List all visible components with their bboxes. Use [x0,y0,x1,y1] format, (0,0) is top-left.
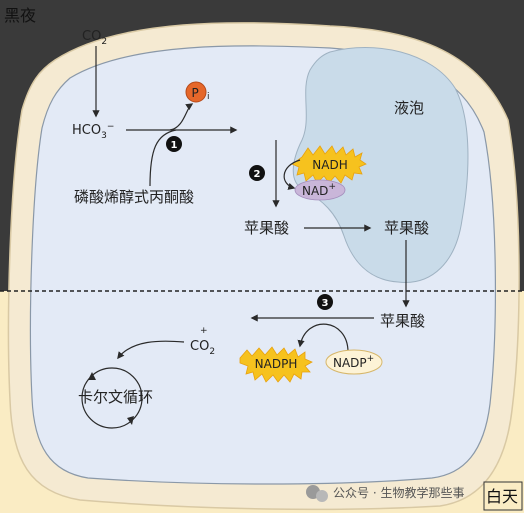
step-3-badge [317,294,333,310]
watermark: 公众号 · 生物教学那些事 [306,485,464,502]
vacuole [292,47,469,283]
hco3-label: HCO3− [72,122,114,141]
step-1-number: 1 [171,140,178,151]
nadh-label: NADH [312,158,347,172]
calvin-arrowhead-top [88,372,96,380]
calvin-cycle-ring [81,367,143,429]
malate-label-3: 苹果酸 [380,312,425,330]
step-2-number: 2 [254,169,261,180]
pi-circle [185,81,207,103]
nadh-oxidation-arrow [283,159,301,190]
nadph-label: NADPH [255,357,298,371]
calvin-label: 卡尔文循环 [78,388,153,406]
pep-label: 磷酸烯醇式丙酮酸 [74,188,194,206]
night-label: 黑夜 [4,6,36,25]
nad-plus-label: NAD+ [302,182,336,198]
malate-label-2: 苹果酸 [384,219,429,237]
co2-top-label: CO2 [82,29,107,47]
malate-label-1: 苹果酸 [244,219,289,237]
co2-to-calvin-arrow [117,340,185,360]
co2-bottom-label: CO2 [190,339,215,357]
wechat-icon-secondary [316,490,328,502]
day-label-box [483,481,523,511]
nadp-plus-label: NADP+ [333,354,374,370]
nadp-reduction-arrow [297,323,349,353]
step-1-badge [166,136,182,152]
step-3-number: 3 [322,298,329,309]
nadp-plus-oval [325,349,383,375]
nadph-burst [239,346,313,383]
day-label: 白天 [486,487,518,506]
pi-letter: P [192,86,199,100]
co2-bottom-plus: + [200,326,208,336]
vacuole-label: 液泡 [394,99,424,117]
pep-entry-arrow [149,129,177,187]
nad-plus-oval [294,179,346,201]
pi-subscript: i [207,92,210,102]
calvin-arrowhead-bottom [127,416,134,425]
nadh-burst [291,145,367,184]
pi-release-arrow [169,103,194,131]
step-2-badge [249,165,265,181]
watermark-text: 公众号 · 生物教学那些事 [333,485,464,500]
